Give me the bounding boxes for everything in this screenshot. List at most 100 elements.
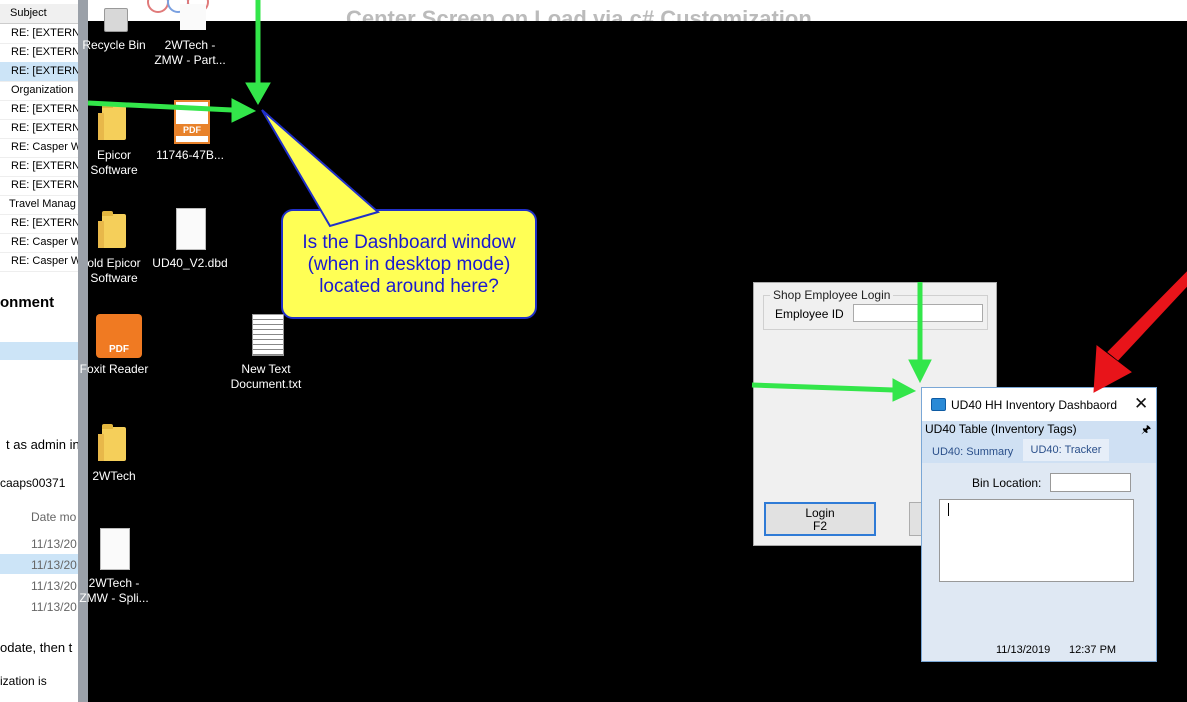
body-text: ization is (0, 674, 47, 688)
background-email-window: Subject RE: [EXTERNA RE: [EXTERNA RE: [E… (0, 0, 82, 702)
body-text: caaps00371 (0, 476, 66, 490)
document-icon (170, 0, 210, 32)
email-row[interactable]: RE: Casper W (0, 138, 82, 158)
section-heading: onment (0, 294, 55, 311)
text-document-icon (246, 314, 286, 356)
desktop-icon-label: 2WTech - ZMW - Part... (154, 38, 226, 67)
desktop-icon-old-epicor-software[interactable]: old Epicor Software (74, 208, 154, 286)
desktop-icon-label: 11746-47B... (156, 148, 224, 162)
date-column-header[interactable]: Date mo (0, 506, 82, 526)
email-subject: RE: [EXTERNA (11, 65, 82, 77)
tab-ud40-tracker[interactable]: UD40: Tracker (1023, 439, 1109, 461)
top-window-titlebar: Center Screen on Load via c# Customizati… (88, 0, 1187, 21)
group-label: Shop Employee Login (773, 288, 891, 302)
green-arrowhead (231, 98, 257, 123)
desktop-icon-2wtech[interactable]: 2WTech (74, 421, 154, 484)
login-button-label: Login F2 (805, 506, 835, 533)
email-subject: RE: [EXTERNA (11, 46, 82, 58)
status-time: 12:37 PM (1069, 644, 1117, 656)
bin-location-input[interactable] (1050, 473, 1131, 492)
desktop-icon-2wtech-zmw-part[interactable]: 2WTech - ZMW - Part... (150, 0, 230, 68)
email-subject: RE: [EXTERNA (11, 27, 82, 39)
date-cell: 11/13/20 (0, 533, 82, 553)
tracker-panel: Bin Location: (922, 463, 1156, 641)
file-icon (170, 208, 210, 250)
tab-strip: UD40: Summary UD40: Tracker (922, 437, 1156, 463)
desktop-icon-new-text-document[interactable]: New Text Document.txt (226, 314, 306, 392)
desktop-icon-label: 2WTech (92, 469, 136, 483)
desktop-icon-recycle-bin[interactable]: Recycle Bin (74, 0, 154, 53)
top-window-title: Center Screen on Load via c# Customizati… (346, 6, 812, 21)
ud40-dashboard-window: UD40 HH Inventory Dashbaord ✕ UD40 Table… (921, 387, 1157, 662)
app-icon (931, 398, 946, 411)
email-subject: RE: [EXTERNA (11, 122, 82, 134)
tab-ud40-summary[interactable]: UD40: Summary (932, 446, 1014, 458)
bin-location-label: Bin Location: (972, 476, 1042, 490)
email-row-selected[interactable]: RE: [EXTERNA (0, 62, 82, 82)
desktop-icon-label: UD40_V2.dbd (152, 256, 228, 270)
desktop-icon-label: Foxit Reader (79, 362, 149, 376)
date-cell-selected: 11/13/20 (0, 554, 82, 574)
desktop-icon-2wtech-zmw-spli[interactable]: 2WTech - ZMW - Spli... (74, 528, 154, 606)
window-scrollbar[interactable] (78, 0, 88, 702)
desktop-icon-label: old Epicor Software (87, 256, 141, 285)
desktop-icon-label: Recycle Bin (82, 38, 146, 52)
annotation-callout: Is the Dashboard window (when in desktop… (281, 209, 537, 319)
subject-header-label: Subject (10, 7, 47, 19)
recycle-bin-icon (94, 0, 134, 32)
date-cell: 11/13/20 (0, 596, 82, 616)
email-subject: RE: Casper W (11, 236, 82, 248)
tracker-text-area[interactable] (939, 499, 1134, 582)
panel-header: UD40 Table (Inventory Tags) 🖈 (922, 421, 1156, 437)
panel-header-title: UD40 Table (Inventory Tags) (925, 422, 1077, 436)
highlight-bar (0, 342, 82, 360)
desktop-icon-label: New Text Document.txt (230, 362, 302, 391)
desktop-icon-label: 2WTech - ZMW - Spli... (79, 576, 149, 605)
email-row[interactable]: RE: Casper W (0, 233, 82, 253)
email-row[interactable]: RE: [EXTERNA (0, 119, 82, 139)
dashboard-title: UD40 HH Inventory Dashbaord (951, 398, 1118, 412)
email-subject: RE: [EXTERNA (11, 160, 82, 172)
desktop-icon-epicor-software[interactable]: Epicor Software (74, 100, 154, 178)
desktop-icon-ud40-v2-dbd[interactable]: UD40_V2.dbd (150, 208, 230, 271)
text-caret (948, 503, 949, 516)
pin-icon[interactable]: 🖈 (1141, 424, 1152, 436)
employee-id-field[interactable] (853, 304, 983, 322)
email-row[interactable]: RE: Casper W (0, 252, 82, 272)
red-arrow (1107, 271, 1187, 361)
date-value: 11/13/20 (31, 537, 77, 551)
email-subject: RE: [EXTERNA (11, 103, 82, 115)
subject-column-header[interactable]: Subject (0, 4, 82, 24)
email-row[interactable]: RE: [EXTERNA (0, 43, 82, 63)
folder-icon (94, 208, 134, 250)
login-button[interactable]: Login F2 (764, 502, 876, 536)
body-text: odate, then t (0, 640, 73, 655)
date-header-label: Date mo (31, 510, 77, 524)
email-subject: RE: [EXTERNA (11, 179, 82, 191)
close-icon[interactable]: ✕ (1134, 394, 1149, 413)
email-subject: Travel Manag (9, 198, 76, 210)
date-cell: 11/13/20 (0, 575, 82, 595)
body-text: t as admin in (6, 437, 80, 452)
status-date: 11/13/2019 (996, 644, 1051, 656)
email-row[interactable]: RE: [EXTERNA (0, 24, 82, 44)
red-arrowhead (1093, 345, 1132, 393)
desktop-icon-foxit-reader[interactable]: PDF Foxit Reader (74, 314, 154, 377)
desktop-icon-pdf-11746[interactable]: PDF 11746-47B... (150, 100, 230, 163)
email-row[interactable]: Organization (0, 81, 82, 101)
shop-employee-login-group: Shop Employee Login (763, 288, 988, 330)
employee-id-label: Employee ID (775, 307, 844, 321)
email-row[interactable]: RE: [EXTERNA (0, 100, 82, 120)
foxit-reader-icon: PDF (94, 314, 142, 358)
status-bar: 11/13/2019 12:37 PM (922, 641, 1156, 661)
email-subject: RE: [EXTERNA (11, 217, 82, 229)
folder-icon (94, 421, 134, 463)
email-subject: RE: Casper W (11, 255, 82, 267)
email-row[interactable]: RE: [EXTERNA (0, 157, 82, 177)
email-row[interactable]: Travel Manag (0, 195, 82, 215)
file-icon (94, 528, 134, 570)
email-row[interactable]: RE: [EXTERNA (0, 214, 82, 234)
pdf-icon: PDF (170, 100, 210, 144)
email-row[interactable]: RE: [EXTERNA (0, 176, 82, 196)
dashboard-titlebar[interactable]: UD40 HH Inventory Dashbaord ✕ (922, 388, 1156, 421)
